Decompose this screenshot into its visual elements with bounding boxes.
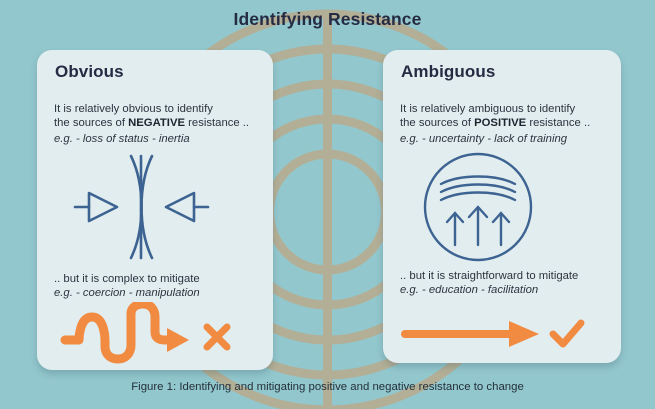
identify-line-2-prefix: the sources of xyxy=(54,117,129,129)
card-obvious-identify-line-1: It is relatively obvious to identify xyxy=(54,103,213,115)
identify-line-2-prefix: the sources of xyxy=(400,117,475,129)
card-ambiguous-identify-line-2: the sources of POSITIVE resistance .. xyxy=(400,116,590,130)
figure-caption: Figure 1: Identifying and mitigating pos… xyxy=(131,381,524,393)
card-obvious-identify-line-2: the sources of NEGATIVE resistance .. xyxy=(54,116,249,130)
card-ambiguous-identify-line-1: It is relatively ambiguous to identify xyxy=(400,103,576,115)
card-obvious-examples-identify: e.g. - loss of status - inertia xyxy=(54,133,190,145)
card-obvious-examples-mitigate: e.g. - coercion - manipulation xyxy=(54,287,200,299)
card-obvious-mitigate-line: .. but it is complex to mitigate xyxy=(54,273,200,285)
opposing-inward-arrows-icon xyxy=(73,154,210,260)
figure-title: Identifying Resistance xyxy=(233,9,422,29)
card-ambiguous-examples-mitigate: e.g. - education - facilitation xyxy=(400,284,539,296)
card-ambiguous-examples-identify: e.g. - uncertainty - lack of training xyxy=(400,133,568,145)
card-ambiguous-mitigate-line: .. but it is straightforward to mitigate xyxy=(400,270,579,282)
card-obvious-heading: Obvious xyxy=(55,62,124,81)
straight-arrow-icon xyxy=(401,321,539,347)
identify-line-2-suffix: resistance .. xyxy=(185,117,250,129)
check-mark-icon xyxy=(549,319,585,348)
squiggly-arrow-icon xyxy=(60,302,189,364)
card-obvious: Obvious It is relatively obvious to iden… xyxy=(37,50,273,370)
cross-mark-icon xyxy=(203,323,231,351)
circle-upward-arrows-icon xyxy=(423,152,533,262)
card-ambiguous: Ambiguous It is relatively ambiguous to … xyxy=(383,50,621,363)
identify-line-2-suffix: resistance .. xyxy=(526,117,591,129)
identify-line-2-emphasis: NEGATIVE xyxy=(128,117,186,129)
identify-line-2-emphasis: POSITIVE xyxy=(474,117,527,129)
card-ambiguous-heading: Ambiguous xyxy=(401,62,496,81)
